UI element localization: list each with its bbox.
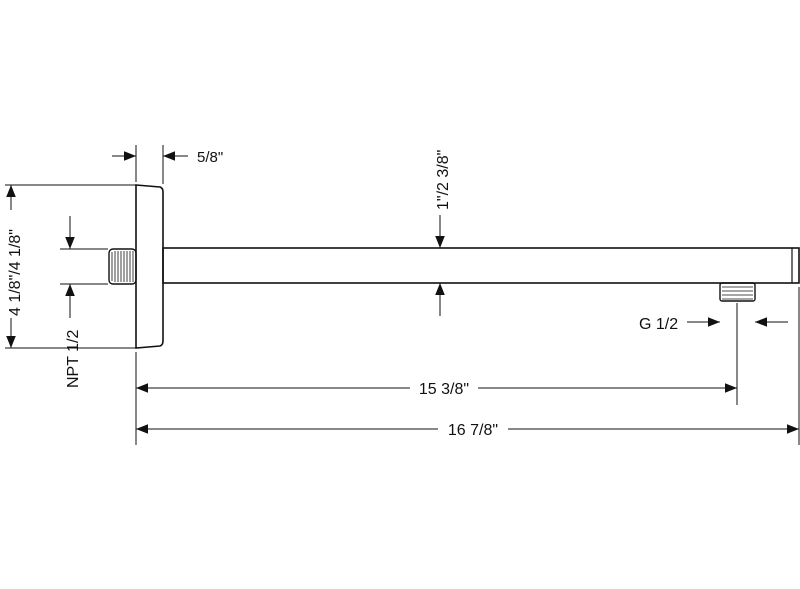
label-outlet-thread: G 1/2 — [639, 316, 678, 333]
label-overall-length: 16 7/8" — [448, 422, 498, 439]
shower-arm — [162, 247, 800, 284]
label-inlet-thread: NPT 1/2 — [65, 330, 82, 389]
label-plate-size: 4 1/8"/4 1/8" — [7, 229, 24, 316]
label-arm-length-to-outlet: 15 3/8" — [419, 381, 469, 398]
threaded-outlet — [719, 282, 756, 302]
label-arm-height: 1"/2 3/8" — [435, 150, 452, 210]
label-plate-thickness: 5/8" — [197, 149, 223, 166]
threaded-inlet — [108, 248, 137, 285]
wall-plate — [135, 184, 164, 349]
extension-lines — [5, 145, 800, 445]
